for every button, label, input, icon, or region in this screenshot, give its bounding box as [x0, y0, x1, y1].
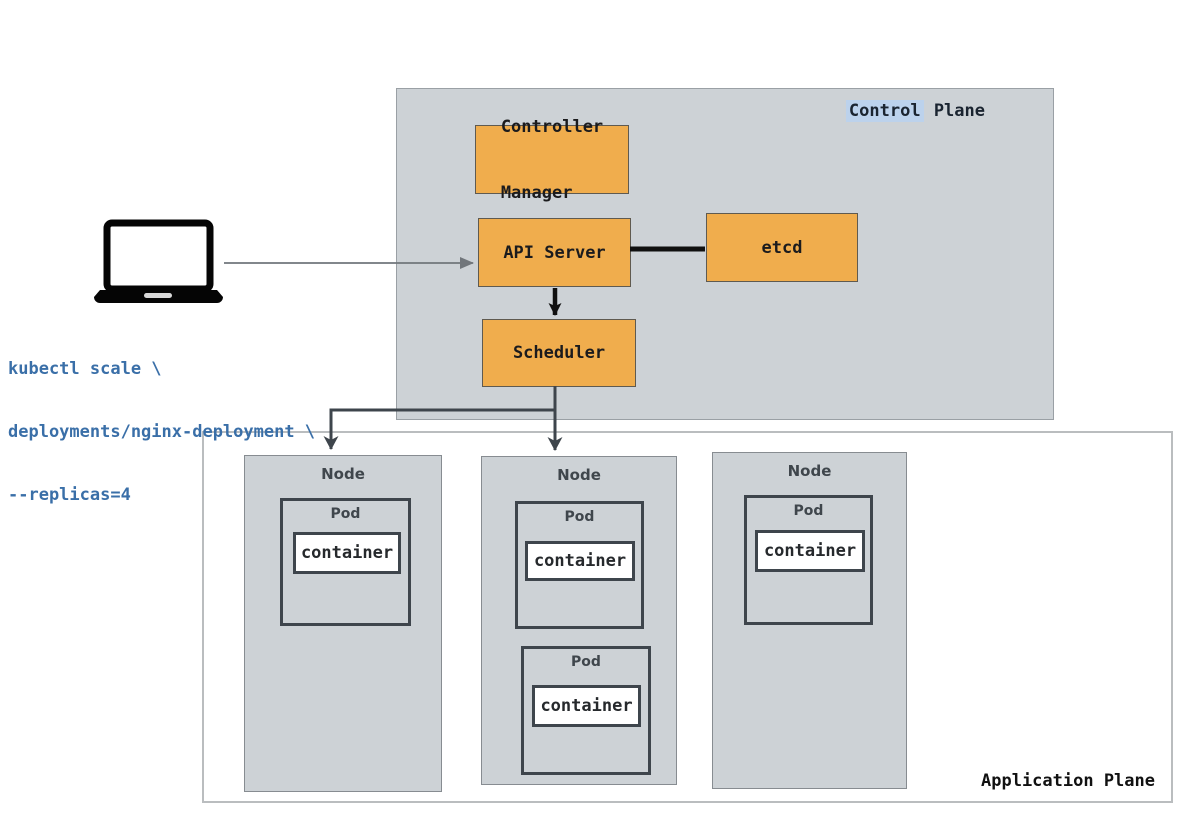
node-2-pod-1-container: container: [525, 541, 635, 581]
node-3-label: Node: [787, 462, 832, 480]
application-plane-box: Node Pod container Node Pod container Po…: [202, 431, 1173, 803]
node-1-pod-1: Pod container: [280, 498, 411, 626]
container-label: container: [533, 551, 627, 571]
scheduler-label: Scheduler: [512, 343, 606, 363]
node-3-pod-1: Pod container: [744, 495, 873, 625]
node-3: Node Pod container: [712, 452, 907, 789]
node-1-pod-1-container: container: [293, 532, 401, 574]
node-1-label: Node: [321, 465, 365, 483]
control-plane-title-rest: Plane: [923, 101, 985, 121]
node-1-pod-1-label: Pod: [330, 506, 361, 522]
application-plane-title: Application Plane: [981, 771, 1155, 791]
node-2-label: Node: [557, 466, 601, 484]
etcd-label: etcd: [761, 237, 803, 258]
api-server-label: API Server: [503, 242, 606, 263]
node-3-pod-1-label: Pod: [793, 503, 824, 519]
node-2-pod-2-container: container: [532, 685, 641, 727]
kubectl-command-line-1: kubectl scale \: [8, 359, 162, 379]
laptop-icon: [94, 219, 223, 303]
kubectl-command-line-3: --replicas=4: [8, 485, 131, 505]
node-3-pod-1-container: container: [755, 530, 865, 572]
api-server-box: API Server: [478, 218, 631, 287]
etcd-box: etcd: [706, 213, 858, 282]
control-plane-box: Control Plane Controller Manager API Ser…: [396, 88, 1054, 420]
kubectl-command: kubectl scale \ deployments/nginx-deploy…: [8, 317, 315, 548]
control-plane-title: Control Plane: [845, 100, 985, 122]
control-plane-title-highlight: Control: [845, 100, 924, 122]
scheduler-box: Scheduler: [482, 319, 636, 387]
container-label: container: [300, 543, 394, 563]
node-2-pod-1: Pod container: [515, 501, 644, 629]
controller-manager-box: Controller Manager: [475, 117, 629, 203]
node-2: Node Pod container Pod container: [481, 456, 677, 785]
container-label: container: [540, 696, 633, 716]
node-2-pod-2: Pod container: [521, 646, 651, 775]
container-label: container: [763, 541, 857, 561]
node-2-pod-1-label: Pod: [564, 509, 595, 525]
node-2-pod-2-label: Pod: [571, 654, 601, 670]
kubectl-command-line-2: deployments/nginx-deployment \: [8, 422, 316, 442]
node-1: Node Pod container: [244, 455, 442, 792]
controller-manager-label: Controller Manager: [500, 116, 604, 203]
